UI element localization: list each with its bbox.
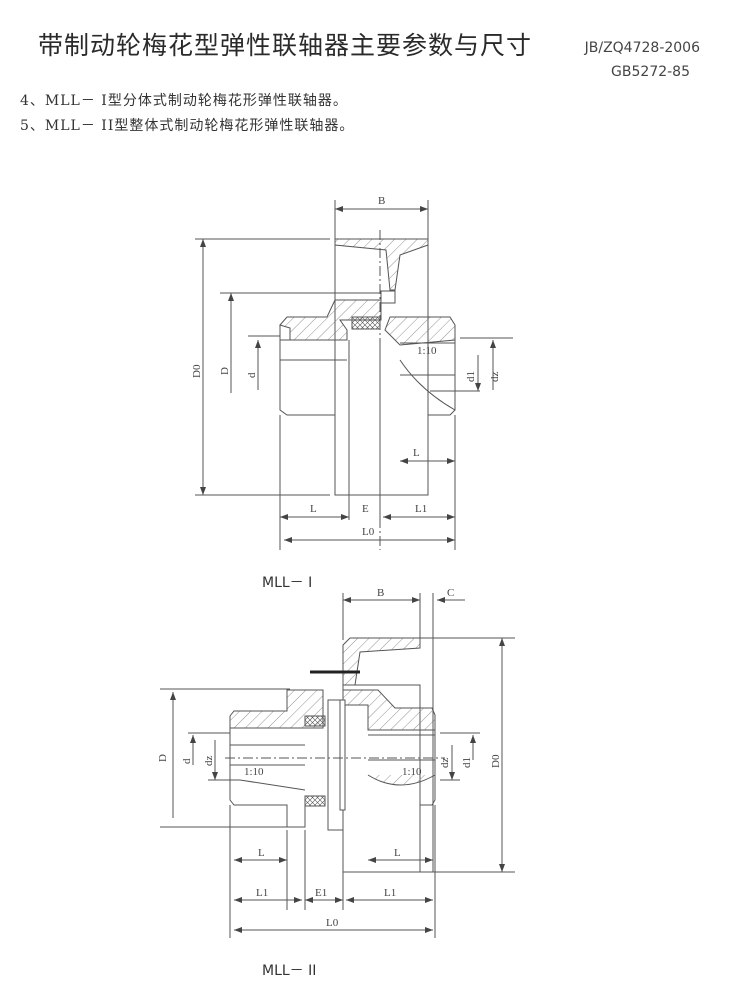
taper-ratio-left: 1:10 <box>244 766 264 778</box>
figure-2-labels: B C D d dz 1:10 1:10 dz d1 D0 L L L1 E1 … <box>157 587 502 929</box>
dim-E1: E1 <box>315 887 327 899</box>
dim-L-right: L <box>394 847 401 859</box>
dim-d: d <box>181 758 193 764</box>
dim-L1-right: L1 <box>384 887 396 899</box>
dim-d1: d1 <box>461 757 473 768</box>
dim-d: d <box>246 372 258 378</box>
dim-L0: L0 <box>362 526 375 538</box>
dim-d1: d1 <box>465 371 477 382</box>
standard-code: JB/ZQ4728-2006 <box>584 40 700 56</box>
dim-L1-left: L1 <box>256 887 268 899</box>
list-item: 5、MLL－ II型整体式制动轮梅花形弹性联轴器。 <box>20 118 355 134</box>
dim-B: B <box>377 587 384 599</box>
standard-code: GB5272-85 <box>611 64 690 80</box>
figure-1-labels: B D0 D d 1:10 d1 dz L L E L1 L0 <box>191 195 501 538</box>
figure-mll-2 <box>160 593 515 938</box>
figure-1-caption: MLL－ I <box>262 575 313 591</box>
dim-L: L <box>310 503 317 515</box>
dim-C: C <box>447 587 454 599</box>
taper-ratio: 1:10 <box>417 345 437 357</box>
page-title: 带制动轮梅花型弹性联轴器主要参数与尺寸 <box>38 31 533 60</box>
dim-L1: L1 <box>415 503 427 515</box>
dim-D0: D0 <box>191 364 203 378</box>
dim-D: D <box>219 367 231 375</box>
dim-dz-right: dz <box>439 758 451 769</box>
dim-dz-left: dz <box>203 756 215 767</box>
dim-E: E <box>362 503 369 515</box>
dim-D0: D0 <box>490 754 502 768</box>
dim-L0: L0 <box>326 917 339 929</box>
figure-2-caption: MLL－ II <box>262 963 317 979</box>
dim-L-left: L <box>258 847 265 859</box>
figure-mll-1 <box>195 200 513 550</box>
dim-D: D <box>157 754 169 762</box>
dim-dz: dz <box>489 372 501 383</box>
dim-L-right: L <box>413 447 420 459</box>
list-item: 4、MLL－ I型分体式制动轮梅花形弹性联轴器。 <box>20 93 348 109</box>
taper-ratio-right: 1:10 <box>402 766 422 778</box>
dim-B: B <box>378 195 385 207</box>
